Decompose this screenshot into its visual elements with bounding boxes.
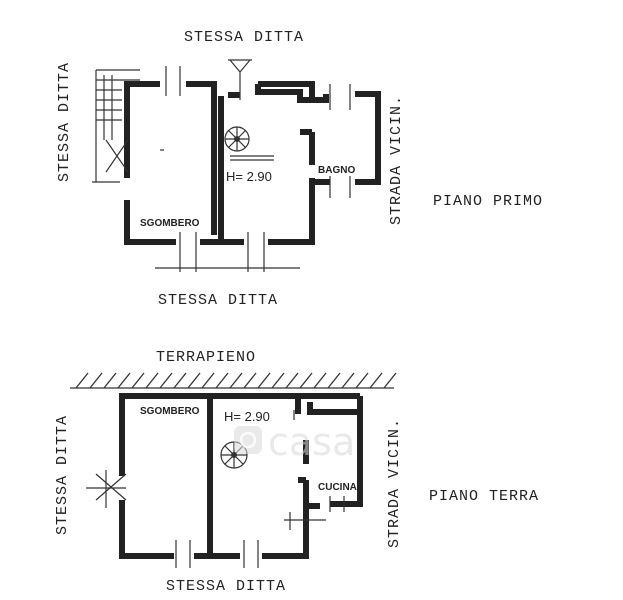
hatch-mark [355,372,369,389]
hatch-mark [201,372,215,389]
hatch-mark [75,372,89,389]
hatch-mark [271,372,285,389]
hatch-mark [159,372,173,389]
upper-walls [124,81,381,245]
upper-height-label: H= 2.90 [226,169,272,184]
hatch-mark [117,372,131,389]
upper-right-label: STRADA VICIN. [388,95,405,225]
upper-plan: STESSA DITTA STESSA DITTA STRADA VICIN. … [56,29,543,309]
upper-room-storage: SGOMBERO [140,218,200,229]
hatch-mark [243,372,257,389]
hatch-mark [383,372,397,389]
lower-bottom-label: STESSA DITTA [166,578,286,595]
hatch-mark [285,372,299,389]
hatch-mark [229,372,243,389]
lower-walls [119,393,363,559]
hatch-mark [257,372,271,389]
hatch-mark [313,372,327,389]
hatch-mark [131,372,145,389]
upper-floor-name: PIANO PRIMO [433,193,543,210]
lower-height-label: H= 2.90 [224,409,270,424]
hatch-mark [89,372,103,389]
hatch-mark [145,372,159,389]
hatch-mark [341,372,355,389]
watermark-text: casa [268,420,355,464]
lower-plan: TERRAPIENO STESSA DITTA STRADA VICIN. ST… [54,349,539,595]
lower-top-label: TERRAPIENO [156,349,256,366]
hatch-mark [187,372,201,389]
upper-bottom-label: STESSA DITTA [158,292,278,309]
casa-logo-icon [234,426,262,454]
upper-left-label: STESSA DITTA [56,62,73,182]
lower-floor-name: PIANO TERRA [429,488,539,505]
hatch-mark [103,372,117,389]
lower-room-storage: SGOMBERO [140,406,200,417]
hatch-mark [299,372,313,389]
lower-room-kitchen: CUCINA [318,482,357,493]
lower-left-label: STESSA DITTA [54,415,71,535]
hatch-mark [173,372,187,389]
upper-room-bathroom: BAGNO [318,165,355,176]
upper-top-label: STESSA DITTA [184,29,304,46]
hatch-mark [369,372,383,389]
upper-construction-lines [92,59,351,272]
terrapieno-hatching [70,372,397,389]
watermark: casa [234,420,355,464]
hatch-mark [327,372,341,389]
lower-construction-lines [86,410,345,568]
hatch-mark [215,372,229,389]
lower-right-label: STRADA VICIN. [386,418,403,548]
upper-spiral-stair-icon [224,126,250,152]
